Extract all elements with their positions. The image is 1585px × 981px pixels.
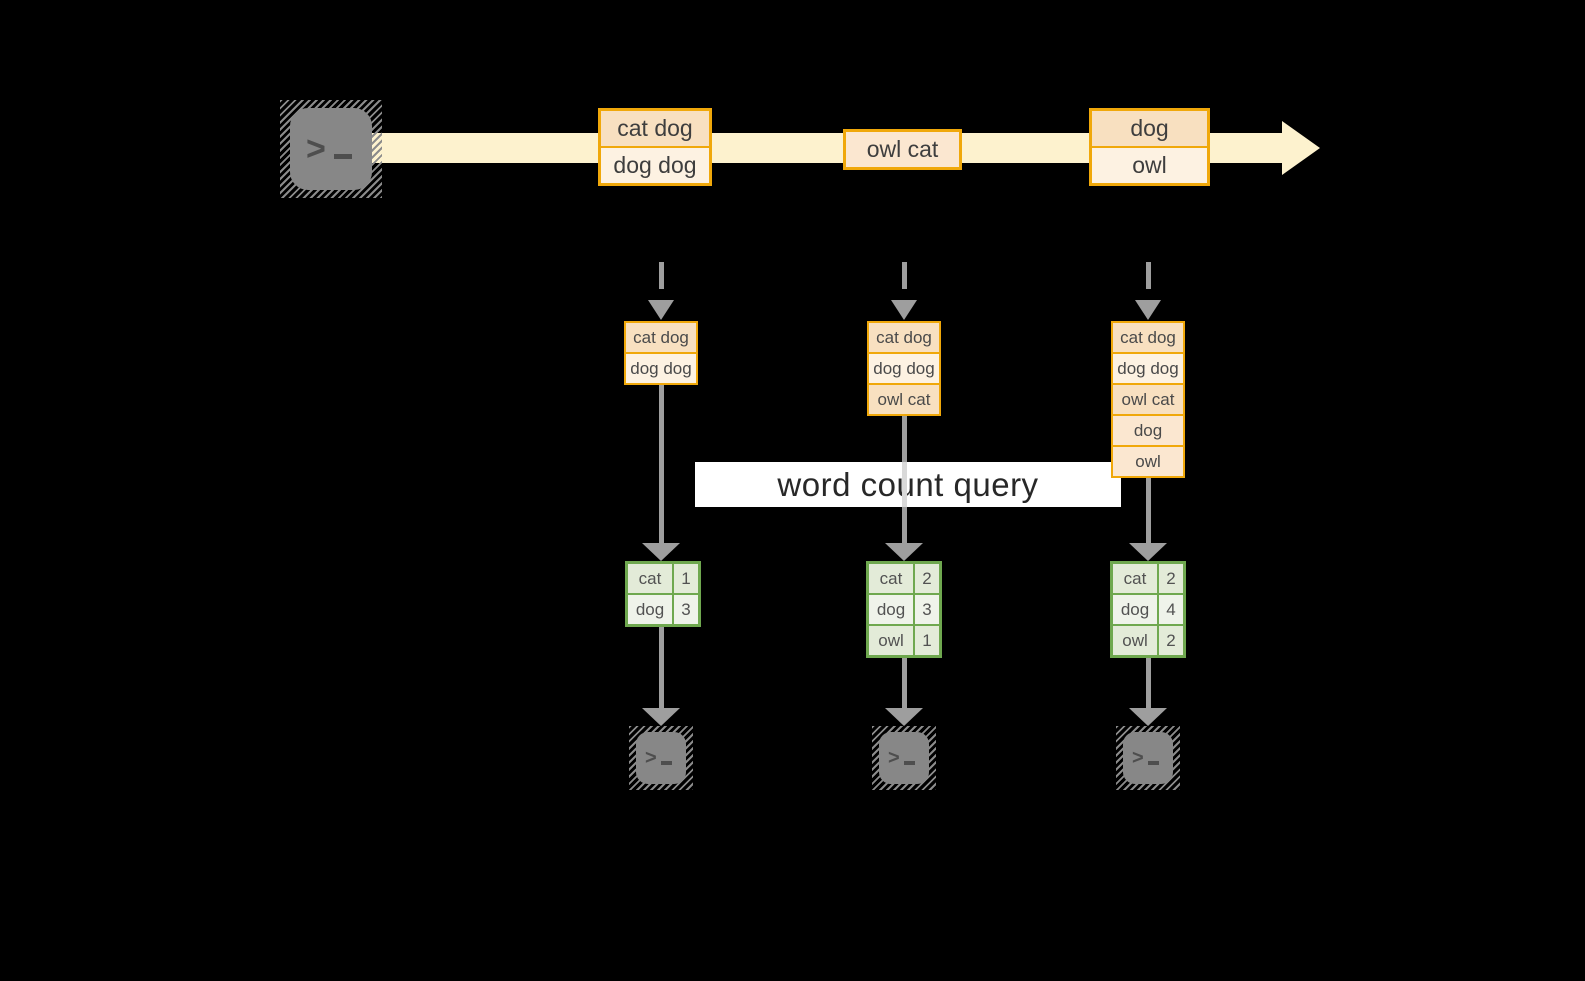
count-row: cat 2: [1113, 564, 1183, 593]
terminal-screen: >: [290, 108, 372, 190]
arrowhead-icon: [885, 543, 923, 561]
count-word-cell: dog: [1113, 595, 1157, 624]
record-row: dog dog: [601, 148, 709, 183]
buffer-row: cat dog: [626, 323, 696, 352]
count-value-cell: 2: [1159, 626, 1183, 655]
terminal-screen: >: [879, 732, 929, 784]
stream-arrowhead-icon: [1282, 121, 1320, 175]
banner-label: word count query: [777, 465, 1039, 503]
record-row: cat dog: [601, 111, 709, 146]
sink-terminal-icon: >: [629, 726, 693, 790]
down-arrow-icon: [659, 385, 664, 543]
record-buffer-stack: cat dog dog dog owl cat dog owl: [1111, 321, 1185, 478]
count-value-cell: 3: [674, 595, 698, 624]
buffer-row: dog dog: [1113, 354, 1183, 383]
buffer-row: cat dog: [869, 323, 939, 352]
count-value-cell: 1: [674, 564, 698, 593]
stream-record-box: owl cat: [843, 129, 962, 170]
sink-terminal-icon: >: [872, 726, 936, 790]
count-row: cat 2: [869, 564, 939, 593]
terminal-prompt-icon: >: [306, 129, 326, 168]
buffer-row: owl cat: [1113, 385, 1183, 414]
terminal-prompt-icon: >: [888, 746, 900, 769]
arrowhead-icon: [642, 708, 680, 726]
count-row: owl 2: [1113, 626, 1183, 655]
count-value-cell: 2: [915, 564, 939, 593]
count-value-cell: 2: [1159, 564, 1183, 593]
dashed-arrowhead-icon: [891, 300, 917, 320]
count-row: dog 3: [869, 595, 939, 624]
down-arrow-icon: [659, 627, 664, 708]
record-buffer-stack: cat dog dog dog: [624, 321, 698, 385]
down-arrow-icon: [1146, 478, 1151, 543]
terminal-cursor-icon: [903, 760, 915, 765]
count-word-cell: cat: [1113, 564, 1157, 593]
buffer-row: cat dog: [1113, 323, 1183, 352]
record-row: owl: [1092, 148, 1207, 183]
arrowhead-icon: [642, 543, 680, 561]
count-word-cell: dog: [869, 595, 913, 624]
count-table: cat 1 dog 3: [625, 561, 701, 627]
record-buffer-stack: cat dog dog dog owl cat: [867, 321, 941, 416]
sink-terminal-icon: >: [1116, 726, 1180, 790]
terminal-cursor-icon: [1147, 760, 1159, 765]
down-arrow-icon: [902, 658, 907, 708]
terminal-cursor-icon: [660, 760, 672, 765]
count-word-cell: cat: [628, 564, 672, 593]
down-arrow-icon: [1146, 658, 1151, 708]
count-row: dog 4: [1113, 595, 1183, 624]
buffer-row: owl: [1113, 447, 1183, 476]
count-word-cell: owl: [1113, 626, 1157, 655]
count-value-cell: 3: [915, 595, 939, 624]
count-value-cell: 4: [1159, 595, 1183, 624]
record-row: owl cat: [846, 132, 959, 167]
dashed-arrowhead-icon: [1135, 300, 1161, 320]
dashed-arrow-icon: [902, 262, 907, 289]
arrowhead-icon: [885, 708, 923, 726]
terminal-prompt-icon: >: [645, 746, 657, 769]
terminal-screen: >: [636, 732, 686, 784]
terminal-screen: >: [1123, 732, 1173, 784]
count-row: cat 1: [628, 564, 698, 593]
arrow-through-banner: [902, 462, 907, 507]
word-count-query-banner: word count query: [695, 462, 1121, 507]
dashed-arrowhead-icon: [648, 300, 674, 320]
count-table: cat 2 dog 4 owl 2: [1110, 561, 1186, 658]
terminal-prompt-icon: >: [1132, 746, 1144, 769]
count-word-cell: cat: [869, 564, 913, 593]
count-row: owl 1: [869, 626, 939, 655]
count-row: dog 3: [628, 595, 698, 624]
dashed-arrow-icon: [1146, 262, 1151, 289]
arrowhead-icon: [1129, 708, 1167, 726]
buffer-row: dog dog: [869, 354, 939, 383]
stream-source-terminal-icon: >: [280, 100, 382, 198]
buffer-row: owl cat: [869, 385, 939, 414]
dashed-arrow-icon: [659, 262, 664, 289]
count-value-cell: 1: [915, 626, 939, 655]
terminal-cursor-icon: [333, 153, 352, 159]
count-table: cat 2 dog 3 owl 1: [866, 561, 942, 658]
buffer-row: dog: [1113, 416, 1183, 445]
record-row: dog: [1092, 111, 1207, 146]
count-word-cell: dog: [628, 595, 672, 624]
buffer-row: dog dog: [626, 354, 696, 383]
stream-record-box: dog owl: [1089, 108, 1210, 186]
count-word-cell: owl: [869, 626, 913, 655]
arrowhead-icon: [1129, 543, 1167, 561]
stream-record-box: cat dog dog dog: [598, 108, 712, 186]
